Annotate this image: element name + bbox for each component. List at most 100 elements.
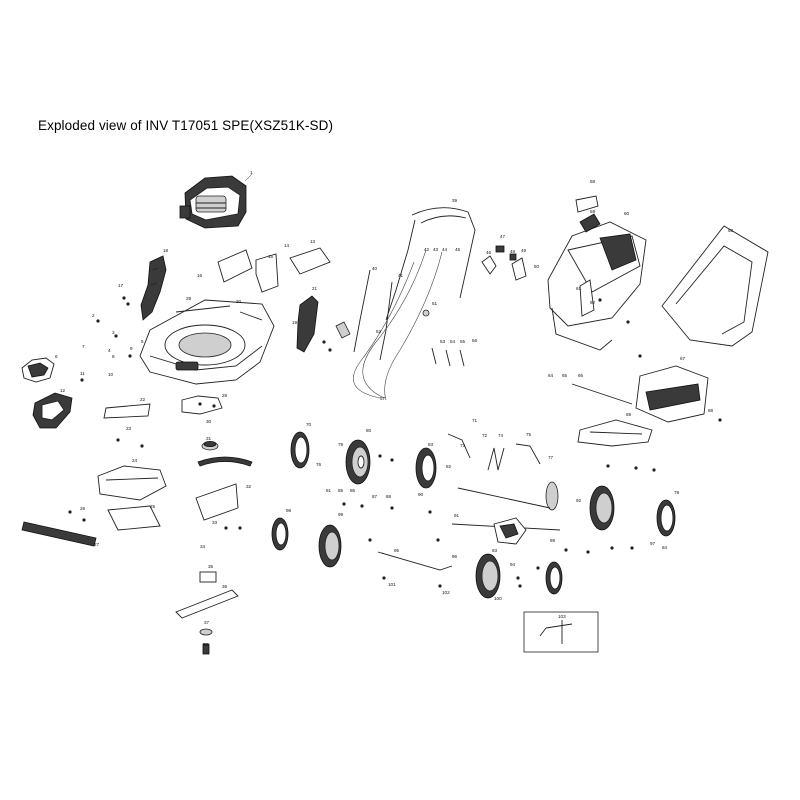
callout-22: 22 (140, 397, 146, 402)
callout-43: 43 (433, 247, 439, 252)
callout-71: 71 (472, 418, 478, 423)
callout-66: 66 (578, 373, 584, 378)
callout-101: 101 (388, 582, 396, 587)
callout-labels: 1 2 3 4 5 6 7 8 9 10 11 12 13 14 15 16 1… (55, 170, 734, 647)
callout-67: 67 (680, 356, 686, 361)
callout-18: 18 (163, 248, 169, 253)
callout-58: 58 (590, 179, 596, 184)
callout-56: 56 (472, 338, 478, 343)
callout-16: 16 (197, 273, 203, 278)
gearbox (493, 517, 527, 545)
blade-washer (199, 628, 213, 636)
wheel-5 (318, 524, 342, 568)
callout-44: 44 (442, 247, 448, 252)
spark-plug-wrench-inset (523, 611, 599, 653)
callout-61: 61 (576, 286, 582, 291)
callout-79: 79 (338, 442, 344, 447)
callout-41: 41 (398, 273, 404, 278)
callout-39: 39 (452, 198, 458, 203)
callout-76: 76 (316, 462, 322, 467)
control-cables (353, 249, 443, 401)
callout-59: 59 (590, 209, 596, 214)
callout-78: 78 (674, 490, 680, 495)
fill-indicator (579, 279, 595, 317)
callout-17: 17 (118, 283, 124, 288)
callout-32: 32 (246, 484, 252, 489)
callout-90: 90 (418, 492, 424, 497)
pulley (201, 440, 219, 451)
callout-94: 94 (510, 562, 516, 567)
drive-belt (197, 456, 253, 467)
rear-axle-rod (571, 383, 633, 405)
callout-69: 69 (626, 412, 632, 417)
cable-ties (335, 309, 430, 339)
callout-20: 20 (236, 299, 242, 304)
rear-deflector (635, 365, 709, 423)
wheel-2 (345, 439, 371, 485)
rear-guard (32, 392, 73, 429)
rear-flap-bracket (140, 255, 167, 321)
side-discharge-bracket (296, 295, 319, 353)
rear-skirt (577, 419, 653, 447)
callout-31: 31 (206, 436, 212, 441)
callout-96: 96 (452, 554, 458, 559)
callout-55: 55 (460, 339, 466, 344)
callout-10: 10 (108, 372, 114, 377)
engine (179, 173, 253, 229)
callout-24: 24 (132, 458, 138, 463)
callout-63: 63 (728, 228, 734, 233)
callout-95: 95 (394, 548, 400, 553)
callout-38: 38 (203, 642, 209, 647)
callout-87: 87 (372, 494, 378, 499)
callout-35: 35 (208, 564, 214, 569)
callout-92: 92 (576, 498, 582, 503)
callout-86: 86 (350, 488, 356, 493)
callout-98: 98 (286, 508, 292, 513)
callout-13: 13 (310, 239, 316, 244)
callout-54: 54 (450, 339, 456, 344)
belt-cover (107, 483, 239, 531)
callout-47: 47 (500, 234, 506, 239)
callout-53: 53 (440, 339, 446, 344)
callout-12: 12 (60, 388, 66, 393)
callout-46: 46 (486, 250, 492, 255)
callout-51: 51 (432, 301, 438, 306)
callout-57: 57 (380, 396, 386, 401)
callout-5: 5 (141, 339, 144, 344)
callout-21: 21 (312, 286, 318, 291)
callout-73: 73 (460, 443, 466, 448)
grass-bag-lid (575, 195, 601, 233)
callout-7: 7 (82, 344, 85, 349)
callout-48: 48 (510, 249, 516, 254)
callout-19: 19 (292, 320, 298, 325)
callout-82: 82 (446, 464, 452, 469)
callout-2: 2 (92, 313, 95, 318)
callout-91: 91 (454, 513, 460, 518)
callout-83: 83 (428, 442, 434, 447)
callout-50: 50 (534, 264, 540, 269)
height-adjust-spring (487, 447, 505, 471)
upper-handle (385, 207, 476, 321)
callout-8: 8 (112, 354, 115, 359)
callout-9: 9 (130, 346, 133, 351)
lower-handle (353, 269, 393, 361)
callout-89: 89 (550, 538, 556, 543)
callout-72: 72 (482, 433, 488, 438)
callout-40: 40 (372, 266, 378, 271)
callout-37: 37 (204, 620, 210, 625)
callout-33: 33 (212, 520, 218, 525)
handle-knobs (481, 245, 527, 281)
callout-11: 11 (80, 371, 85, 376)
grass-box-bracket (97, 465, 167, 501)
callout-84: 84 (662, 545, 668, 550)
wheel-9 (656, 499, 676, 537)
blade-adapter (199, 571, 217, 583)
callout-97: 97 (650, 541, 656, 546)
wheel-7 (545, 561, 563, 595)
mulch-plug (21, 521, 97, 547)
baffle (181, 395, 223, 415)
cutting-blade (175, 589, 239, 619)
callout-68: 68 (708, 408, 714, 413)
handle-bolts (431, 347, 465, 367)
callout-27: 27 (94, 542, 100, 547)
